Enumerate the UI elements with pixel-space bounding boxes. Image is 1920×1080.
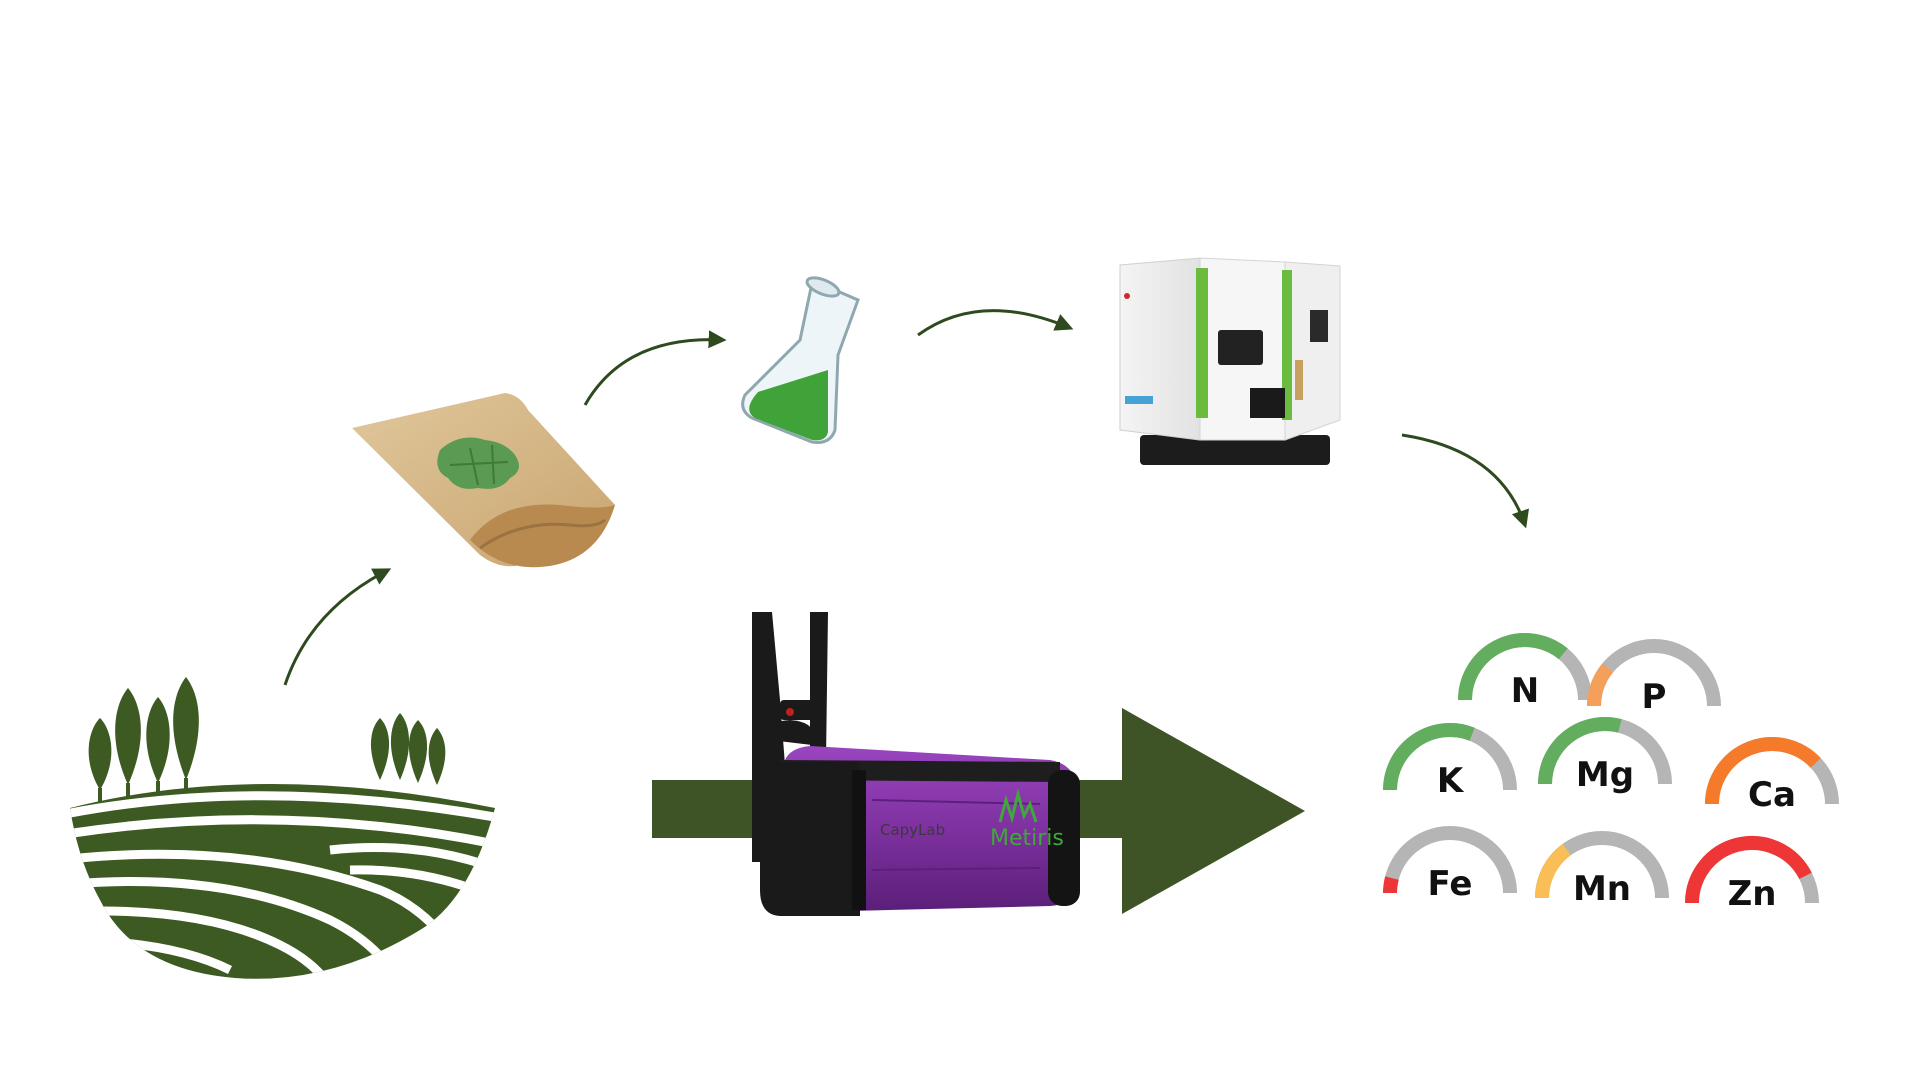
gauge-fill-ca [1705, 737, 1821, 805]
gauge-fill-mg [1538, 717, 1622, 785]
arrow-field-to-bag [283, 568, 392, 686]
farm-field-icon [70, 677, 495, 979]
gauge-zn: Zn [1685, 835, 1819, 914]
gauge-track-fe [1383, 826, 1517, 894]
device-brand-name: Metiris [990, 826, 1064, 851]
flask-icon [741, 276, 860, 444]
gauge-p: P [1587, 639, 1721, 717]
lab-instrument-icon [1119, 257, 1341, 465]
gauge-label-ca: Ca [1748, 775, 1796, 815]
gauge-ca: Ca [1705, 737, 1839, 815]
sample-bag-icon [352, 393, 615, 568]
gauge-label-mn: Mn [1573, 869, 1631, 909]
gauge-fill-zn [1685, 835, 1812, 904]
gauge-fill-k [1383, 723, 1475, 791]
gauge-fe: Fe [1383, 826, 1517, 904]
gauge-fill-n [1458, 633, 1568, 701]
gauge-n: N [1458, 633, 1592, 711]
gauge-label-mg: Mg [1576, 755, 1634, 795]
gauge-mg: Mg [1538, 717, 1672, 795]
leaf-icon [437, 437, 519, 489]
gauge-k: K [1383, 723, 1517, 801]
metiris-logo [998, 788, 1038, 824]
arrow-instrument-to-results [1401, 433, 1529, 529]
gauge-label-p: P [1642, 677, 1667, 717]
gauge-label-fe: Fe [1428, 864, 1473, 904]
workflow-arrows [283, 309, 1529, 686]
gauge-fill-mn [1535, 843, 1572, 899]
gauge-label-k: K [1437, 761, 1465, 801]
arrow-flask-to-instrument [917, 309, 1074, 337]
gauge-fill-fe [1383, 876, 1399, 894]
gauge-label-zn: Zn [1728, 874, 1777, 914]
device-brand-small: CapyLab [880, 821, 945, 839]
gauge-fill-p [1587, 663, 1614, 707]
gauge-mn: Mn [1535, 831, 1669, 909]
arrow-bag-to-flask [583, 330, 727, 406]
sensor-device: Metiris CapyLab [752, 612, 1080, 916]
gauge-label-n: N [1511, 671, 1539, 711]
